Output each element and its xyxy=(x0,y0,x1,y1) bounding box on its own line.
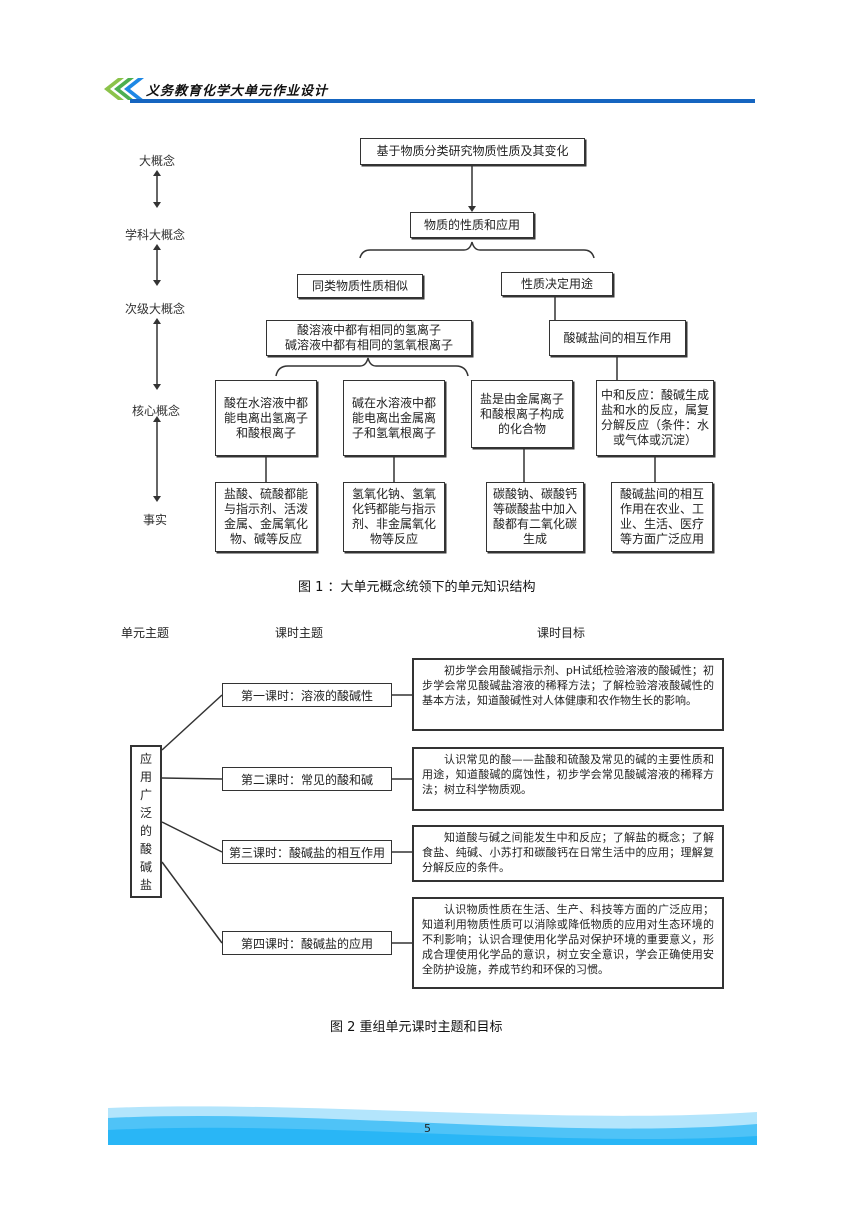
core-box: 盐是由金属离子和酸根离子构成的化合物 xyxy=(471,380,573,448)
level-label: 次级大概念 xyxy=(125,302,186,316)
lesson-goal-box: 知道酸与碱之间能发生中和反应；了解盐的概念；了解食盐、纯碱、小苏打和碳酸钙在日常… xyxy=(412,825,724,882)
figure2-caption: 图 2 重组单元课时主题和目标 xyxy=(330,1020,503,1035)
chevron-logo-icon xyxy=(104,78,144,100)
core-right-box: 酸碱盐间的相互作用 xyxy=(549,320,686,356)
column-header-unit: 单元主题 xyxy=(121,626,170,640)
unit-title: 应用广泛的酸碱盐 xyxy=(139,752,152,892)
header-title: 义务教育化学大单元作业设计 xyxy=(146,84,329,99)
figure1-caption: 图 1 ：大单元概念统领下的单元知识结构 xyxy=(298,580,536,595)
column-header-goal: 课时目标 xyxy=(537,626,586,640)
column-header-lesson: 课时主题 xyxy=(275,626,324,640)
fact-box: 氢氧化钠、氢氧化钙都能与指示剂、非金属氧化物等反应 xyxy=(343,482,445,552)
level-label: 学科大概念 xyxy=(125,228,186,242)
discipline-concept-box: 物质的性质和应用 xyxy=(410,212,534,238)
lesson-goal-box: 认识物质性质在生活、生产、科技等方面的广泛应用；知道利用物质性质可以消除或降低物… xyxy=(412,897,724,989)
lesson-title-box: 第一课时：溶液的酸碱性 xyxy=(222,683,392,707)
level-label: 核心概念 xyxy=(132,404,181,418)
core-box: 碱在水溶液中都能电离出金属离子和氢氧根离子 xyxy=(343,380,445,456)
sub-concept-right-box: 性质决定用途 xyxy=(501,272,613,296)
unit-title-box: 应用广泛的酸碱盐 xyxy=(130,745,162,898)
lesson-title-box: 第二课时：常见的酸和碱 xyxy=(222,767,392,791)
lesson-title-box: 第三课时：酸碱盐的相互作用 xyxy=(222,840,392,864)
big-concept-box: 基于物质分类研究物质性质及其变化 xyxy=(360,138,585,165)
lesson-title-box: 第四课时：酸碱盐的应用 xyxy=(222,931,392,955)
lesson-goal-box: 认识常见的酸——盐酸和硫酸及常见的碱的主要性质和用途，知道酸碱的腐蚀性，初步学会… xyxy=(412,747,724,811)
level-label: 大概念 xyxy=(139,154,176,168)
lesson-goal-box: 初步学会用酸碱指示剂、pH试纸检验溶液的酸碱性；初步学会常见酸碱盐溶液的稀释方法… xyxy=(412,658,724,731)
level-label: 事实 xyxy=(143,513,168,527)
fact-box: 盐酸、硫酸都能与指示剂、活泼金属、金属氧化物、碱等反应 xyxy=(215,482,317,552)
page-number: 5 xyxy=(424,1122,431,1135)
core-box: 中和反应：酸碱生成盐和水的反应，属复分解反应（条件：水或气体或沉淀） xyxy=(596,380,714,456)
fact-box: 碳酸钠、碳酸钙等碳酸盐中加入酸都有二氧化碳生成 xyxy=(486,482,584,552)
figure1-connectors xyxy=(156,164,656,498)
figure2-connectors xyxy=(161,694,412,944)
footer-wave xyxy=(108,1106,757,1145)
sub-concept-left-box: 同类物质性质相似 xyxy=(297,274,423,298)
header-rule xyxy=(130,99,755,103)
arrowheads xyxy=(153,170,476,502)
fact-box: 酸碱盐间的相互作用在农业、工业、生活、医疗等方面广泛应用 xyxy=(611,482,713,552)
core-box: 酸在水溶液中都能电离出氢离子和酸根离子 xyxy=(215,380,317,456)
core-combined-box: 酸溶液中都有相同的氢离子 碱溶液中都有相同的氢氧根离子 xyxy=(266,320,472,356)
